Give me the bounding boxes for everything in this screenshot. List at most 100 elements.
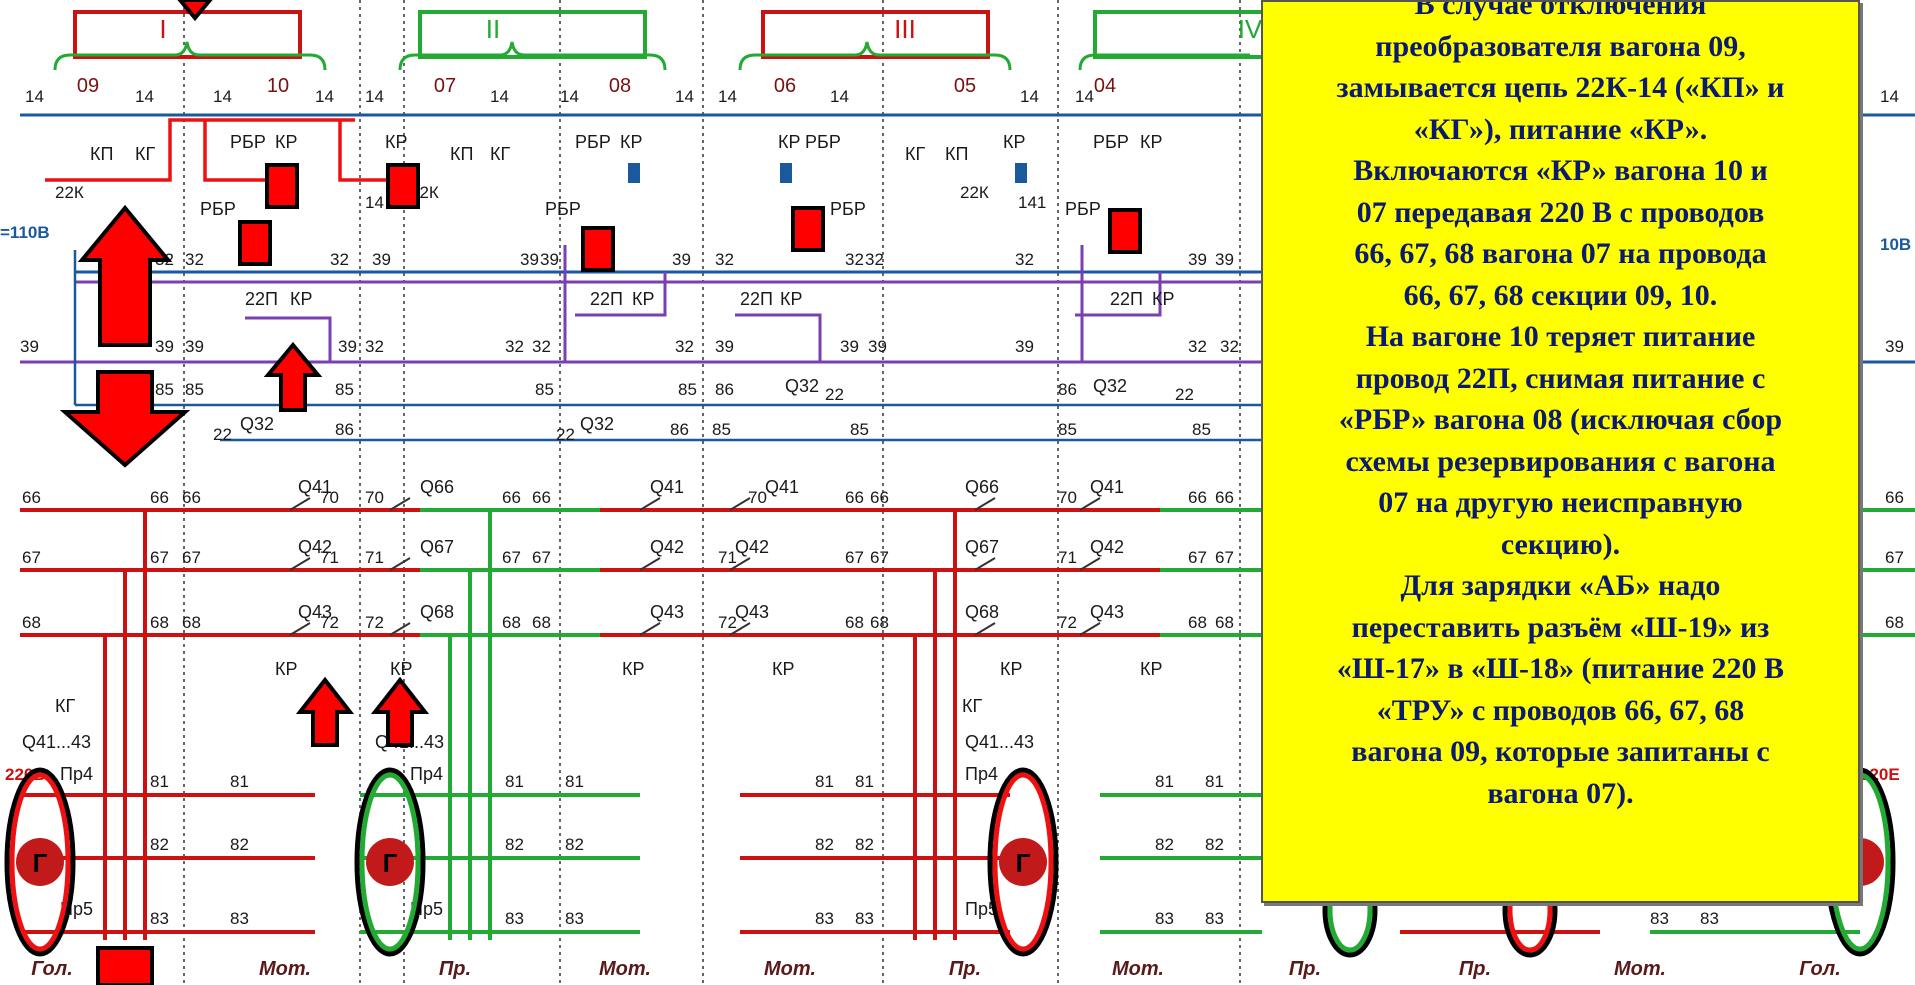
label-q41: Q41: [765, 477, 799, 497]
label-rbr: РБР: [545, 199, 581, 219]
note-line: вагона 07).: [1487, 776, 1634, 810]
label-81: 81: [1205, 772, 1224, 791]
label-14: 14: [675, 87, 694, 106]
label-kr: КР: [772, 659, 795, 679]
label-kp: КП: [450, 144, 473, 164]
wire-32-39-upper: [75, 270, 1262, 284]
label-q32: Q32: [580, 414, 614, 434]
label-67: 67: [182, 548, 201, 567]
label-rbr: РБР: [1093, 132, 1129, 152]
label-32: 32: [1015, 250, 1034, 269]
label-q67: Q67: [965, 537, 999, 557]
label-kr: КР: [620, 132, 643, 152]
label-83: 83: [815, 909, 834, 928]
group-box-1: [73, 10, 302, 59]
label-14: 14: [365, 193, 384, 212]
label-kp: КП: [945, 144, 968, 164]
label-kr: КР: [778, 132, 801, 152]
coupling-dividers: [183, 0, 1241, 985]
label-85: 85: [678, 380, 697, 399]
note-line: Для зарядки «АБ» надо: [1400, 569, 1721, 602]
label-71: 71: [1058, 548, 1077, 567]
label-32: 32: [715, 250, 734, 269]
label-66: 66: [845, 488, 864, 507]
car-type-label: Пр.: [949, 958, 981, 980]
label-22p: 22П: [590, 289, 623, 309]
note-line: «КГ»), питание «КР».: [1413, 112, 1708, 146]
label-22k: 22К: [960, 183, 989, 202]
label-68: 68: [1215, 613, 1234, 632]
label-14: 14: [1020, 87, 1039, 106]
note-line: переставить разъём «Ш-19» из: [1351, 610, 1770, 644]
coil-markers: [628, 163, 1027, 183]
label-68: 68: [502, 613, 521, 632]
label-83: 83: [1155, 909, 1174, 928]
label-39: 39: [338, 337, 357, 356]
label-70: 70: [1058, 488, 1077, 507]
label-85: 85: [1058, 420, 1077, 439]
label-kr: КР: [1140, 132, 1163, 152]
relay-marker: [386, 163, 420, 209]
arrow-up-icon: [263, 341, 323, 412]
label-82: 82: [1205, 835, 1224, 854]
label-83: 83: [1205, 909, 1224, 928]
label-86: 86: [335, 420, 354, 439]
contactor-switches: [289, 497, 1101, 636]
label-q66: Q66: [965, 477, 999, 497]
label-68: 68: [1885, 613, 1904, 632]
label-83: 83: [565, 909, 584, 928]
wire-labels: 14 14 14 14 14 14 14 14 14 14 14 14 14 2…: [0, 87, 1911, 928]
explanation-note: В случае отключения преобразователя ваго…: [1261, 0, 1860, 903]
label-67: 67: [532, 548, 551, 567]
label-q32: Q32: [785, 376, 819, 396]
car-type-label: Мот.: [1112, 958, 1164, 980]
label-kg: КГ: [962, 696, 982, 716]
label-32: 32: [1220, 337, 1239, 356]
label-22: 22: [1175, 385, 1194, 404]
label-q41: Q41: [298, 477, 332, 497]
label-67: 67: [870, 548, 889, 567]
label-82: 82: [1155, 835, 1174, 854]
label-kg: КГ: [135, 144, 155, 164]
label-14: 14: [135, 87, 154, 106]
label-66: 66: [502, 488, 521, 507]
label-14: 14: [490, 87, 509, 106]
label-83: 83: [505, 909, 524, 928]
car-type-label: Мот.: [1614, 958, 1666, 980]
label-66: 66: [22, 488, 41, 507]
note-line: провод 22П, снимая питание с: [1355, 361, 1766, 395]
label-32: 32: [365, 337, 384, 356]
label-66: 66: [532, 488, 551, 507]
label-83: 83: [150, 909, 169, 928]
label-39: 39: [840, 337, 859, 356]
label-kg: КГ: [490, 144, 510, 164]
label-q43: Q43: [735, 602, 769, 622]
label-q42: Q42: [735, 537, 769, 557]
label-14: 14: [365, 87, 384, 106]
note-line: 66, 67, 68 секции 09, 10.: [1403, 278, 1718, 312]
wagon-number: 08: [609, 75, 631, 97]
label-q43: Q43: [298, 602, 332, 622]
label-kr: КР: [390, 659, 413, 679]
label-kp: КП: [90, 144, 113, 164]
label-72: 72: [1058, 613, 1077, 632]
label-68: 68: [1188, 613, 1207, 632]
label-q41: Q41: [650, 477, 684, 497]
label-83: 83: [855, 909, 874, 928]
label-85: 85: [535, 380, 554, 399]
wagon-number: 05: [954, 75, 976, 97]
coil-marker: [1015, 163, 1027, 183]
label-14: 14: [718, 87, 737, 106]
note-line: 07 на другую неисправную: [1378, 486, 1743, 519]
label-39: 39: [868, 337, 887, 356]
group-box-3: [761, 10, 990, 59]
arrow-up-icon: [370, 676, 430, 747]
wagon-number: 07: [434, 75, 456, 97]
wagon-number: 10: [267, 75, 289, 97]
label-71: 71: [718, 548, 737, 567]
label-81: 81: [855, 772, 874, 791]
relay-marker: [238, 220, 272, 266]
label-66: 66: [1188, 488, 1207, 507]
label-q67: Q67: [420, 537, 454, 557]
label-rbr: РБР: [575, 132, 611, 152]
